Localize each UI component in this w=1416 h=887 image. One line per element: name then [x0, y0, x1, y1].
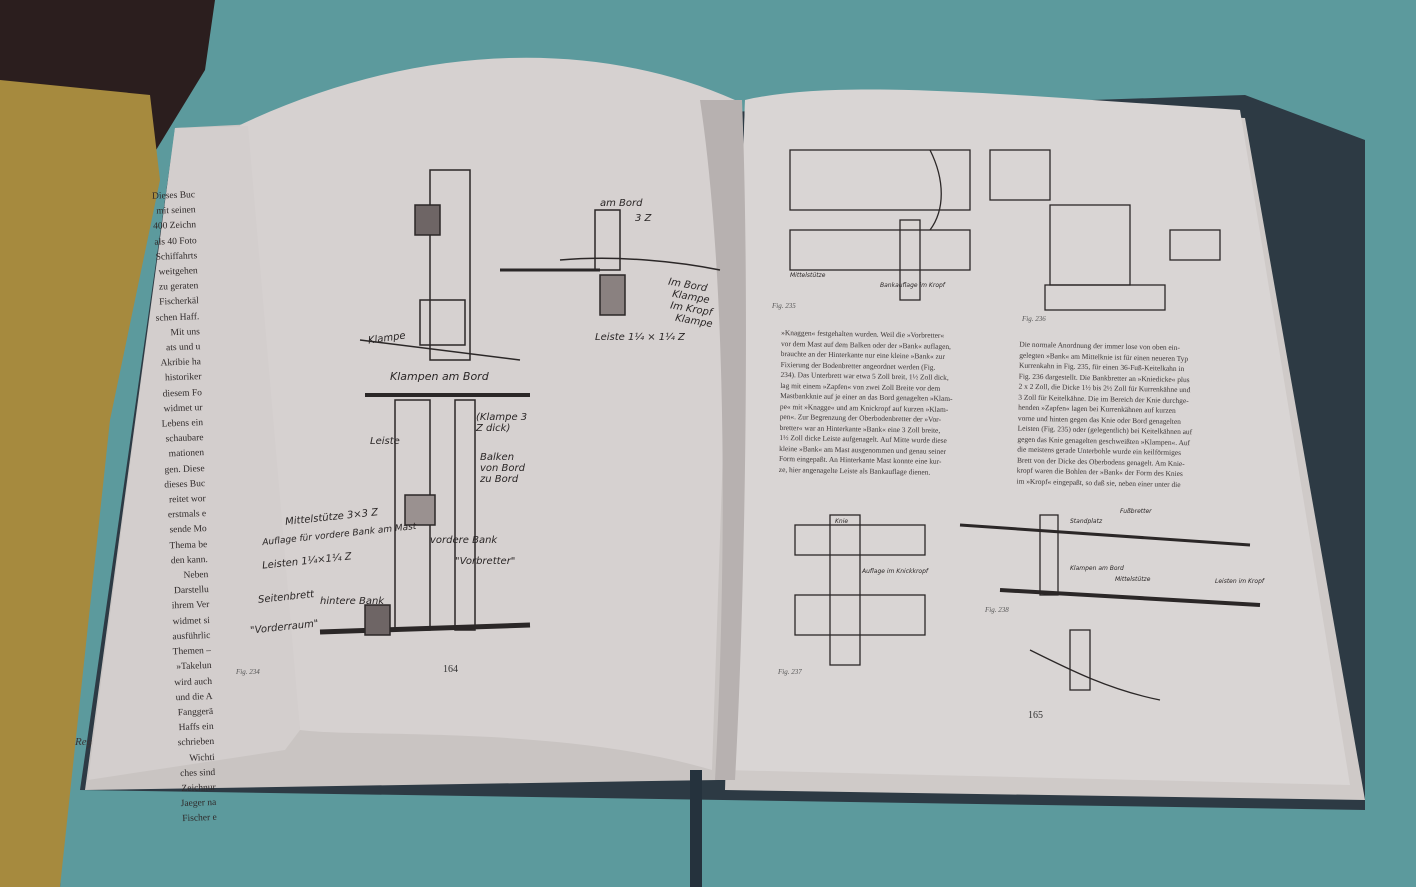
drawing-label: 3 Z — [635, 213, 652, 224]
drawing-label: Leiste — [370, 436, 400, 447]
bookmark-ribbon — [690, 770, 702, 887]
left-flap — [88, 126, 300, 780]
left-page — [240, 57, 735, 771]
body-text-column-left: »Knaggen« festgehalten wurden. Weil die … — [779, 328, 1012, 479]
body-text-column-right: Die normale Anordnung der immer lose von… — [1016, 340, 1249, 492]
drawing-label: Bankauflage im Kropf — [880, 282, 945, 289]
drawing-label: (Klampe 3 Z dick) — [476, 412, 528, 434]
drawing-label: Balken von Bord zu Bord — [480, 452, 525, 485]
drawing-label: Mittelstütze — [1115, 576, 1151, 583]
page-number: 164 — [443, 664, 458, 675]
figure-caption: Fig. 238 — [985, 606, 1009, 614]
drawing-label: am Bord — [600, 198, 643, 209]
gutter-shadow — [700, 100, 746, 780]
drawing-label: Knie — [835, 518, 849, 525]
drawing-label: Klampen am Bord — [390, 370, 489, 383]
drawing-label: Mittelstütze — [790, 272, 826, 279]
figure-caption: Fig. 237 — [778, 668, 802, 676]
technical-drawing-right — [789, 149, 1261, 701]
drawing-label: "Vorbretter" — [455, 556, 516, 567]
drawing-label: Leisten im Kropf — [1215, 578, 1264, 585]
drawing-label: Standplatz — [1070, 518, 1103, 525]
right-page — [723, 89, 1350, 785]
technical-drawing-left — [319, 169, 721, 636]
drawing-label: vordere Bank — [430, 535, 498, 546]
page-number: 165 — [1028, 710, 1043, 721]
drawing-label: Fußbretter — [1120, 508, 1152, 515]
figure-caption: Fig. 235 — [772, 302, 796, 310]
drawing-label: hintere Bank — [320, 596, 385, 607]
flap-footer: Reg — [75, 736, 93, 748]
drawing-label: Klampen am Bord — [1070, 565, 1124, 572]
figure-caption: Fig. 234 — [236, 668, 260, 676]
yellow-cloth — [0, 80, 160, 887]
figure-caption: Fig. 236 — [1022, 315, 1046, 323]
drawing-label: Auflage im Knickkropf — [862, 568, 928, 575]
drawing-label: Leiste 1¼ × 1¼ Z — [595, 332, 685, 343]
